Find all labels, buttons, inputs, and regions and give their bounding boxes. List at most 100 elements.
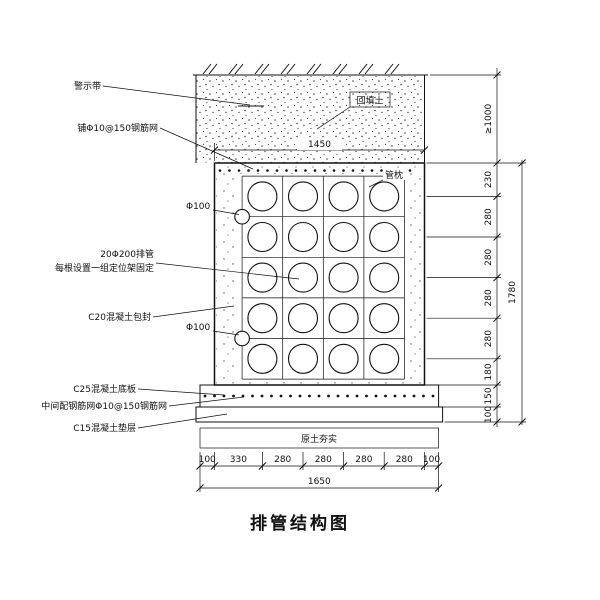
dim-right-7: 150: [484, 387, 494, 404]
warning-tape-leader: [102, 85, 251, 106]
rebar-dot: [260, 394, 264, 398]
ground-hatch: [228, 63, 238, 75]
rebar-dot: [266, 169, 269, 172]
dim-bottom-0: 100: [199, 455, 216, 465]
pillow-label-bg: [383, 169, 406, 180]
top-dim-text-bg: [297, 138, 342, 150]
ground-hatch: [202, 63, 212, 75]
ground-hatch: [260, 63, 270, 75]
pipe-circle: [247, 221, 278, 253]
pipe-circle: [328, 181, 359, 212]
dim-bottom-2: 280: [274, 455, 291, 465]
rebar-dot: [279, 394, 283, 398]
rebar-dot: [332, 169, 336, 172]
rebar-dot: [374, 394, 378, 398]
label-pipes-line2: 每根设置一组定位架固定: [55, 262, 154, 274]
rebar-dot: [380, 169, 383, 172]
rebar-dot: [403, 394, 406, 398]
dim-bottom-1: 330: [230, 455, 247, 465]
rebar-dot: [256, 169, 260, 172]
dim-right-0: ≥1000: [484, 104, 494, 135]
rebar-dot: [213, 394, 216, 398]
pipe-circle: [287, 303, 319, 334]
dim-right-total: 1780: [508, 281, 518, 304]
rebar-dot: [203, 394, 207, 398]
rebar-dot: [393, 394, 397, 398]
rebar-dot: [361, 169, 364, 172]
cushion-layer: [195, 406, 444, 423]
dim-bottom-4: 280: [355, 455, 372, 465]
pipe-circle: [369, 303, 400, 334]
ground-hatch: [332, 63, 342, 75]
rebar-dot: [336, 394, 340, 398]
label-top-mesh: 铺Φ10@150钢筋网: [77, 122, 158, 134]
phi100-pipe-lower: [234, 330, 250, 347]
rebar-dot: [313, 169, 317, 172]
pipe-circle: [369, 343, 400, 374]
ground-hatch: [234, 63, 244, 75]
rebar-dot: [365, 394, 368, 398]
dim-right-4: 280: [484, 289, 494, 306]
ground-hatch: [254, 63, 264, 75]
dim-right-2: 280: [484, 208, 494, 225]
phi100-pipe-upper: [234, 208, 250, 225]
pipe-circle: [287, 262, 319, 293]
dim-bottom-5: 280: [396, 455, 413, 465]
rebar-dot: [408, 169, 412, 172]
rebar-dot: [308, 394, 311, 398]
mid-mesh-leader: [168, 396, 245, 407]
label-warning-tape: 警示带: [74, 80, 101, 92]
backfill-label-box: [349, 91, 391, 108]
dim-top-width: 1450: [308, 140, 331, 150]
rebar-dot: [342, 169, 345, 172]
rebar-dot: [370, 169, 374, 172]
rebar-dot: [289, 394, 292, 398]
positioning-frame-grid: [241, 175, 405, 380]
pipe-circle: [287, 221, 319, 253]
rebar-dot: [285, 169, 288, 172]
ground-hatch: [312, 63, 322, 75]
label-base-slab: C25混凝土底板: [73, 383, 136, 395]
rebar-dot: [327, 394, 330, 398]
rebar-dot: [218, 169, 222, 172]
encasement-leader: [152, 305, 235, 318]
pipe-circles-group: [247, 181, 400, 374]
rebar-dot: [317, 394, 321, 398]
pillow-leader: [368, 179, 384, 188]
rebar-dot: [298, 394, 302, 398]
top-mesh-leader: [159, 127, 254, 170]
pipe-circle: [287, 343, 319, 374]
rebar-dot: [384, 394, 387, 398]
pipe-circle: [328, 343, 359, 374]
rebar-dot: [237, 169, 241, 172]
dim-right-3: 280: [484, 248, 494, 265]
pipe-circle: [369, 181, 400, 212]
label-pipe-pillow: 管枕: [385, 169, 403, 181]
dim-right-6: 180: [484, 363, 494, 380]
label-phi100-upper: Φ100: [186, 202, 211, 212]
base-slab-leader: [137, 388, 225, 396]
rebar-dot: [323, 169, 326, 172]
dim-bottom-3: 280: [315, 455, 332, 465]
ground-hatch: [358, 63, 368, 75]
pipes-leader: [155, 262, 300, 280]
label-encasement: C20混凝土包封: [88, 311, 151, 323]
rebar-dot: [346, 394, 349, 398]
ground-hatch: [208, 63, 218, 75]
rebar-dot: [304, 169, 307, 172]
page-title: 排管结构图: [250, 513, 350, 534]
ground-hatch: [286, 63, 296, 75]
pipe-circle: [247, 343, 278, 374]
ground-hatch-marks: [202, 63, 400, 75]
ground-hatch: [306, 63, 316, 75]
dim-bottom-6: 100: [423, 455, 440, 465]
phi100-upper-leader: [212, 209, 240, 215]
compacted-soil-band: [199, 427, 439, 449]
label-compacted-soil: 原土夯实: [301, 433, 337, 445]
dim-right-5: 280: [484, 330, 494, 347]
ground-hatch: [390, 63, 400, 75]
ground-hatch: [338, 63, 348, 75]
backfill-leader: [316, 106, 351, 130]
label-mid-mesh: 中间配钢筋网Φ10@150钢筋网: [41, 400, 167, 412]
ground-hatch: [384, 63, 394, 75]
